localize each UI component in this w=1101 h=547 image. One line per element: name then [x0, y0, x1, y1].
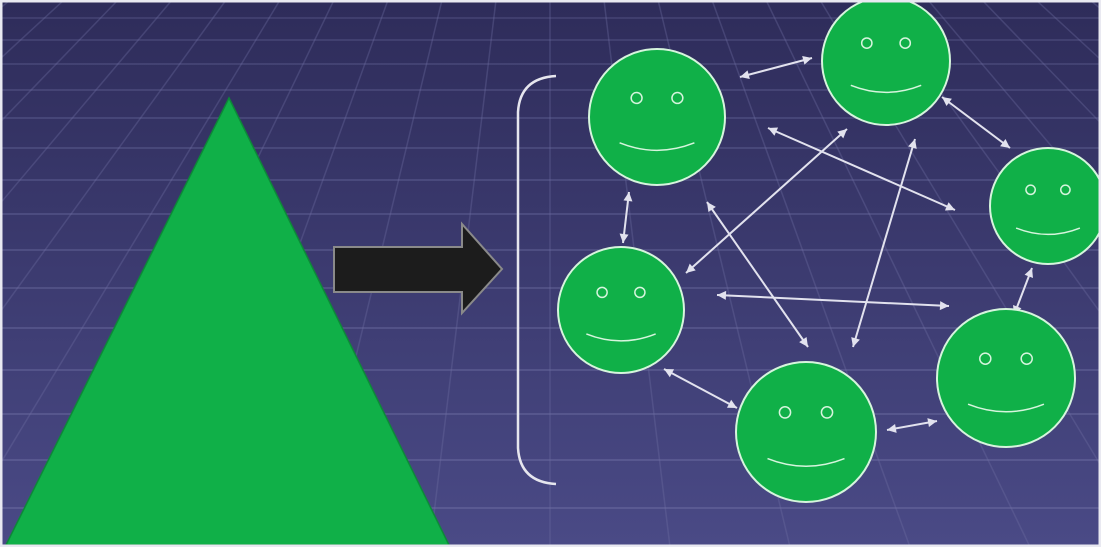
right-eye	[820, 406, 834, 419]
right-eye	[1020, 352, 1033, 365]
connection-arrow	[851, 138, 917, 348]
group-bracket	[516, 74, 557, 486]
connection-arrow	[716, 290, 950, 311]
smile	[1015, 227, 1081, 236]
smiley-face-icon	[821, 0, 951, 126]
connections-layer	[619, 55, 1033, 433]
grid-line-vertical	[981, 0, 1101, 125]
left-eye	[860, 37, 873, 49]
left-eye	[596, 286, 608, 299]
connection-arrow	[706, 201, 809, 348]
team-members	[557, 0, 1101, 503]
left-eye	[630, 91, 643, 105]
right-eye	[1060, 184, 1071, 196]
connection-arrow	[685, 128, 848, 274]
grid-line-vertical	[927, 0, 1101, 206]
left-eye	[1025, 184, 1036, 196]
smiley-face-icon	[735, 361, 877, 503]
smiley-face-icon	[588, 48, 726, 186]
connection-arrow	[619, 191, 633, 244]
connection-arrow	[663, 368, 738, 409]
smile	[767, 457, 845, 467]
grid-line-vertical	[765, 0, 1031, 547]
smile	[967, 403, 1045, 413]
connection-arrow	[739, 55, 813, 80]
right-arrow-icon	[333, 221, 504, 316]
smile	[619, 142, 695, 151]
grid-line-vertical	[0, 0, 281, 466]
left-eye	[979, 352, 992, 365]
grid-line-vertical	[711, 0, 911, 547]
smiley-face-icon	[936, 308, 1076, 448]
grid-line-vertical	[0, 0, 173, 205]
left-eye	[778, 406, 792, 419]
grid-line-vertical	[0, 0, 119, 124]
connection-arrow	[886, 418, 938, 433]
connection-arrow	[767, 127, 956, 211]
right-eye	[671, 91, 684, 105]
smiley-face-icon	[989, 147, 1101, 265]
grid-line-vertical	[0, 0, 227, 314]
smiley-face-icon	[557, 246, 685, 374]
right-eye	[634, 286, 646, 299]
connection-arrow	[941, 96, 1011, 149]
right-eye	[899, 37, 912, 49]
smile	[586, 333, 656, 342]
smile	[850, 84, 922, 94]
